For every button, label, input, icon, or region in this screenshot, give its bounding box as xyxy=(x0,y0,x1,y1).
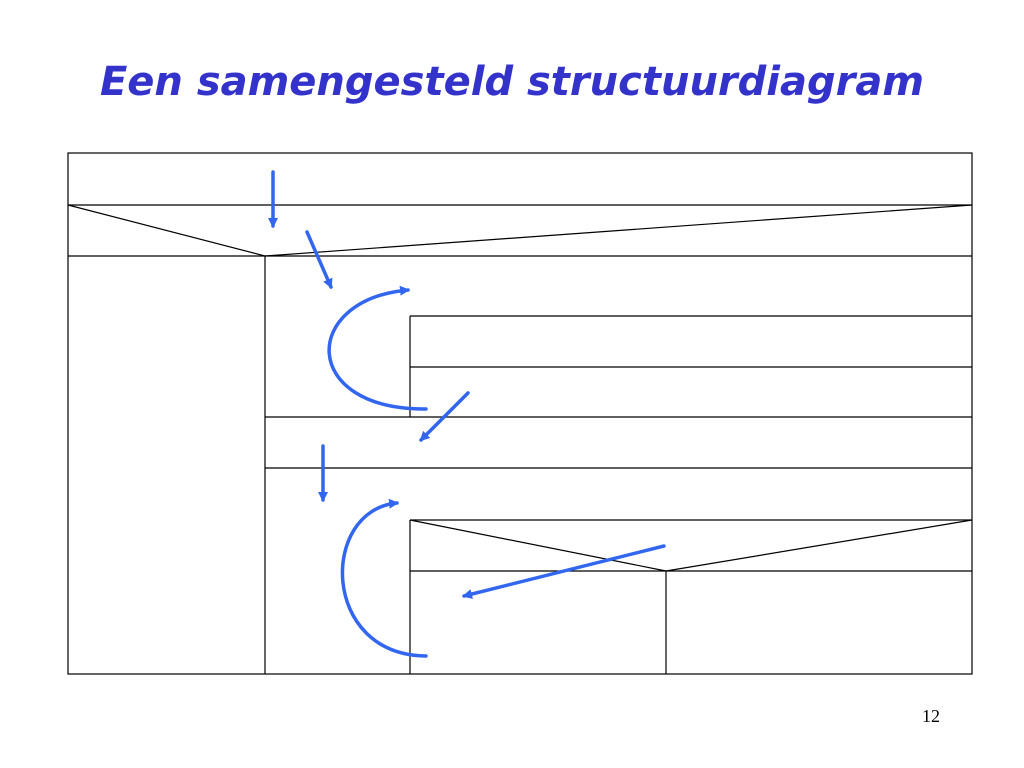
selection-right-diagonal xyxy=(264,204,973,257)
flow-arrow-diagonal-3 xyxy=(462,544,666,599)
selection-left-diagonal xyxy=(67,204,266,257)
loop2-arrow xyxy=(340,498,428,658)
diagram-structure xyxy=(67,152,973,675)
flow-arrow-diagonal-2 xyxy=(419,391,470,442)
flow-arrows xyxy=(268,170,666,658)
inner-selection-right-diagonal xyxy=(665,519,973,572)
inner-selection-left-diagonal xyxy=(409,519,667,572)
loop1-arrow xyxy=(327,285,428,411)
slide-title: Een samengesteld structuurdiagram xyxy=(99,59,925,105)
page-number: 12 xyxy=(922,706,940,726)
outer-frame xyxy=(67,152,973,675)
flow-arrow-diagonal-1 xyxy=(305,230,333,289)
